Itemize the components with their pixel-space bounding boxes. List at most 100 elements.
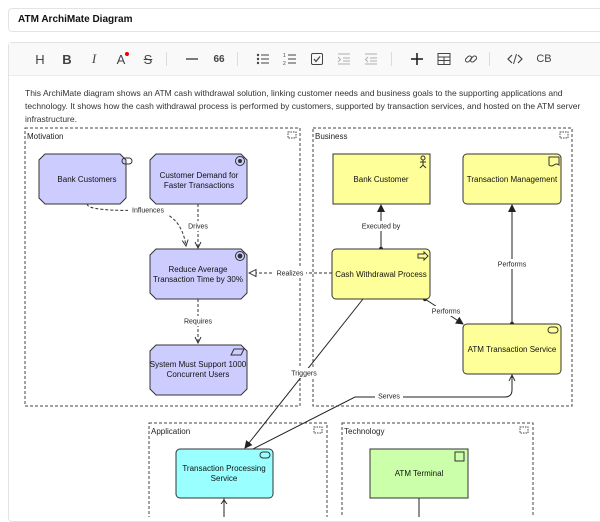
element-customer-demand[interactable]: Customer Demand for Faster Transactions — [149, 153, 248, 205]
relation-requires: Requires — [182, 299, 214, 343]
horizontal-rule-icon — [186, 58, 198, 60]
device-icon — [454, 451, 465, 462]
relation-executed-by: Executed by — [360, 204, 402, 252]
code-block-button[interactable]: CB — [533, 50, 555, 68]
checklist-button[interactable] — [308, 50, 326, 68]
actor-icon — [419, 155, 427, 169]
relation-label: Triggers — [291, 371, 317, 378]
code-button[interactable] — [506, 50, 524, 68]
element-transaction-processing-service[interactable]: Transaction Processing Service — [175, 448, 274, 499]
element-label: Transaction Time by 30% — [153, 275, 243, 284]
insert-button[interactable] — [408, 50, 426, 68]
italic-button[interactable]: I — [85, 50, 103, 68]
element-label: Bank Customer — [353, 175, 408, 184]
indent-icon — [337, 53, 350, 65]
strikethrough-icon: S — [143, 51, 153, 67]
element-transaction-management[interactable]: Transaction Management — [462, 153, 562, 205]
element-system-support[interactable]: System Must Support 1000 Concurrent User… — [149, 344, 248, 396]
element-label: Faster Transactions — [164, 181, 234, 190]
bullet-list-button[interactable] — [254, 50, 272, 68]
element-label: Bank Customers — [57, 175, 116, 184]
relation-stubs — [220, 498, 420, 517]
relation-triggers: Triggers — [244, 298, 364, 449]
bold-button[interactable]: B — [58, 50, 76, 68]
checkbox-icon — [311, 53, 323, 65]
element-label: Service — [211, 474, 238, 483]
relation-performs-1: Performs — [496, 204, 528, 327]
element-atm-terminal[interactable]: ATM Terminal — [369, 448, 469, 499]
relation-label: Realizes — [277, 271, 304, 278]
element-atm-transaction-service[interactable]: ATM Transaction Service — [462, 323, 562, 375]
relation-label: Executed by — [362, 224, 401, 231]
element-label: System Must Support 1000 — [150, 360, 247, 369]
quote-button[interactable]: 66 — [210, 50, 228, 68]
element-label: Cash Withdrawal Process — [335, 270, 427, 279]
driver-icon — [235, 156, 245, 166]
horizontal-rule-button[interactable] — [183, 50, 201, 68]
plus-icon — [411, 53, 423, 65]
toolbar-divider — [489, 52, 490, 66]
service-icon — [259, 451, 271, 459]
page-title: ATM ArchiMate Diagram — [18, 14, 133, 25]
bullet-list-icon — [256, 53, 269, 65]
italic-icon: I — [91, 51, 97, 66]
group-icon — [559, 131, 569, 139]
element-bank-customers[interactable]: Bank Customers — [38, 153, 133, 205]
relation-influences: Influences — [86, 203, 186, 246]
group-label: Application — [151, 427, 190, 436]
svg-text:1: 1 — [283, 53, 286, 59]
element-cash-withdrawal-process[interactable]: Cash Withdrawal Process — [331, 248, 431, 300]
element-reduce-average[interactable]: Reduce Average Transaction Time by 30% — [149, 248, 248, 300]
group-icon — [287, 131, 297, 139]
text-color-icon: A — [116, 51, 126, 67]
toolbar-divider — [166, 52, 167, 66]
relation-label: Performs — [498, 262, 527, 269]
application-group: Application — [148, 422, 328, 517]
element-label: Transaction Management — [467, 175, 558, 184]
svg-text:2: 2 — [283, 61, 286, 66]
link-button[interactable] — [462, 50, 480, 68]
element-label: Transaction Processing — [182, 464, 265, 473]
link-icon — [464, 55, 478, 63]
element-label: ATM Transaction Service — [468, 345, 557, 354]
element-label: Customer Demand for — [160, 171, 239, 180]
goal-icon — [235, 251, 245, 261]
relation-realizes: Realizes — [249, 268, 332, 278]
text-color-button[interactable]: A — [112, 50, 130, 68]
motivation-group: Motivation — [24, 127, 301, 407]
color-dot-icon — [125, 52, 129, 56]
bold-icon: B — [62, 51, 72, 67]
requirement-icon — [230, 348, 245, 356]
title-bar: ATM ArchiMate Diagram — [8, 8, 600, 32]
element-bank-customer[interactable]: Bank Customer — [332, 153, 431, 205]
element-label: ATM Terminal — [395, 469, 444, 478]
relation-serves: Serves — [252, 375, 512, 450]
relation-label: Influences — [132, 208, 164, 215]
code-icon — [507, 53, 523, 65]
group-label: Motivation — [27, 132, 63, 141]
relation-drives: Drives — [185, 204, 211, 248]
group-label: Technology — [344, 427, 384, 436]
service-icon — [547, 326, 559, 334]
stakeholder-icon — [121, 157, 133, 165]
business-object-icon — [548, 156, 560, 167]
element-label: Concurrent Users — [167, 370, 230, 379]
table-icon — [437, 53, 451, 65]
outdent-button[interactable] — [362, 50, 380, 68]
group-icon — [313, 426, 323, 434]
numbered-list-icon: 12 — [283, 53, 296, 66]
group-label: Business — [315, 132, 347, 141]
heading-button[interactable]: H — [31, 50, 49, 68]
indent-button[interactable] — [335, 50, 353, 68]
outdent-icon — [364, 53, 377, 65]
table-button[interactable] — [435, 50, 453, 68]
toolbar-divider — [237, 52, 238, 66]
relation-label: Requires — [184, 319, 213, 326]
relation-performs-2: Performs — [422, 296, 464, 325]
element-label: Reduce Average — [168, 265, 228, 274]
strikethrough-button[interactable]: S — [139, 50, 157, 68]
